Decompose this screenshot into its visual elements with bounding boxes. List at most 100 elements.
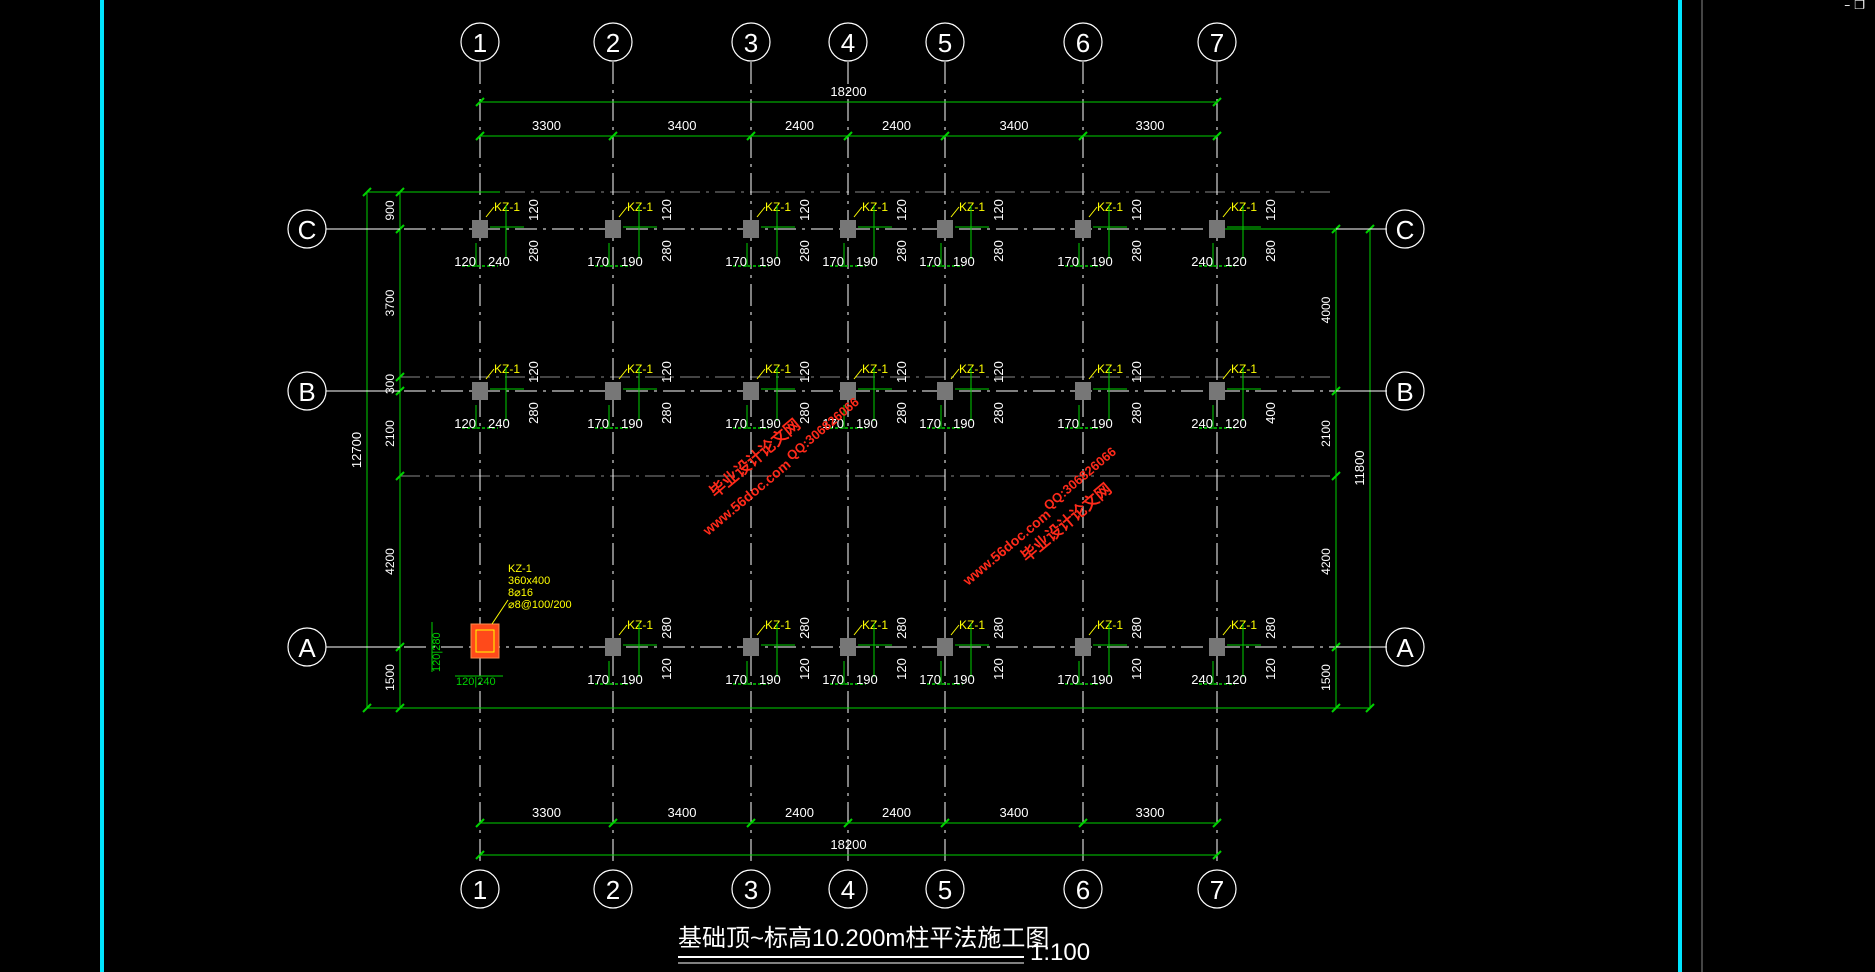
column-tag: KZ-1 xyxy=(959,200,985,214)
dim-right-total-text: 11800 xyxy=(1352,450,1367,485)
column-dim-up: 120 xyxy=(659,199,674,221)
axis-top-1-circle xyxy=(460,22,500,62)
column-block xyxy=(937,382,953,400)
column-dim-left: 170 xyxy=(822,416,844,431)
column-dim-down: 120 xyxy=(1263,658,1278,680)
column-block xyxy=(605,638,621,656)
tag-leader xyxy=(1222,368,1232,380)
column-block xyxy=(605,220,621,238)
spec-bars: 8⌀16 xyxy=(508,587,533,599)
column-tag: KZ-1 xyxy=(627,618,653,632)
column-dim-left: 120 xyxy=(454,416,476,431)
axis-bottom-4-label: 4 xyxy=(841,875,855,905)
axis-bottom-7-circle xyxy=(1197,869,1237,909)
column-dim-right: 190 xyxy=(1091,416,1113,431)
column-dim-up: 120 xyxy=(526,361,541,383)
dim-left-text: 4200 xyxy=(383,548,397,575)
restore-icon[interactable]: ❐ xyxy=(1854,0,1869,12)
column-dim-right: 190 xyxy=(953,254,975,269)
column-tag: KZ-1 xyxy=(862,362,888,376)
column-dim-left: 170 xyxy=(725,254,747,269)
column-dim-left: 240 xyxy=(1191,254,1213,269)
tag-leader xyxy=(618,206,628,218)
column-dim-left: 170 xyxy=(919,672,941,687)
dim-left-text: 3700 xyxy=(383,289,397,316)
dim-total-text: 18200 xyxy=(830,837,866,852)
column-dim-left: 170 xyxy=(725,416,747,431)
column-block xyxy=(840,220,856,238)
tag-leader xyxy=(1088,624,1098,636)
column-block xyxy=(1209,638,1225,656)
column-dim-up: 280 xyxy=(659,617,674,639)
column-block xyxy=(1209,382,1225,400)
column-block xyxy=(937,638,953,656)
axis-top-2-label: 2 xyxy=(606,28,620,58)
tag-leader xyxy=(618,368,628,380)
column-dim-up: 120 xyxy=(659,361,674,383)
spec-offset-y: 120|280 xyxy=(431,632,443,672)
dim-span-text: 2400 xyxy=(785,118,814,133)
column-dim-down: 120 xyxy=(991,658,1006,680)
axis-bottom-1-label: 1 xyxy=(473,875,487,905)
column-dim-left: 170 xyxy=(1057,254,1079,269)
axis-bottom-7-label: 7 xyxy=(1210,875,1224,905)
axis-bottom-1-circle xyxy=(460,869,500,909)
dim-right-text: 4000 xyxy=(1319,296,1333,323)
axis-bottom-6-circle xyxy=(1063,869,1103,909)
dim-span-text: 2400 xyxy=(882,118,911,133)
watermark-2: www.56doc.com 毕业设计论文网 QQ:306826066 xyxy=(959,444,1119,589)
column-dim-left: 170 xyxy=(1057,672,1079,687)
column-dim-left: 170 xyxy=(725,672,747,687)
watermark-1: www.56doc.com 毕业设计论文网 QQ:306826066 xyxy=(699,394,862,539)
column-dim-up: 120 xyxy=(991,199,1006,221)
column-tag: KZ-1 xyxy=(765,618,791,632)
dim-span-text: 3400 xyxy=(668,805,697,820)
dim-right-text: 4200 xyxy=(1319,548,1333,575)
column-dim-up: 280 xyxy=(894,617,909,639)
column-dim-left: 170 xyxy=(822,672,844,687)
axis-right-C-label: C xyxy=(1396,215,1415,245)
column-tag: KZ-1 xyxy=(765,200,791,214)
column-section-icon xyxy=(475,629,495,653)
column-dim-left: 170 xyxy=(822,254,844,269)
column-dim-up: 280 xyxy=(1129,617,1144,639)
dim-tick xyxy=(608,818,618,828)
column-block xyxy=(1075,638,1091,656)
minimize-icon[interactable]: – xyxy=(1844,0,1855,12)
tag-leader xyxy=(756,624,766,636)
column-tag: KZ-1 xyxy=(1231,362,1257,376)
column-dim-left: 170 xyxy=(587,416,609,431)
spec-offset-x: 120|240 xyxy=(456,676,496,688)
column-dim-left: 240 xyxy=(1191,672,1213,687)
dim-tick xyxy=(843,131,853,141)
column-detail-a1[interactable]: KZ-1 360x400 8⌀16 ⌀8@100/200 120|280 120… xyxy=(431,563,572,688)
column-dim-right: 120 xyxy=(1225,672,1247,687)
axis-bottom-2-label: 2 xyxy=(606,875,620,905)
axis-top-7-label: 7 xyxy=(1210,28,1224,58)
column-dim-up: 280 xyxy=(797,617,812,639)
dim-left-text: 300 xyxy=(383,374,397,394)
dim-right-text: 2100 xyxy=(1319,420,1333,447)
column-highlight-box xyxy=(470,623,500,659)
axis-right-A-label: A xyxy=(1396,633,1414,663)
axis-bottom-3-circle xyxy=(731,869,771,909)
column-dim-down: 280 xyxy=(526,402,541,424)
dim-tick xyxy=(608,131,618,141)
column-tag: KZ-1 xyxy=(1097,362,1123,376)
column-tag: KZ-1 xyxy=(627,362,653,376)
column-dim-right: 190 xyxy=(759,254,781,269)
column-dim-right: 120 xyxy=(1225,254,1247,269)
window-controls[interactable]: –❐ xyxy=(1844,0,1869,12)
column-tag: KZ-1 xyxy=(959,362,985,376)
axis-left-C-label: C xyxy=(298,215,317,245)
column-dim-left: 240 xyxy=(1191,416,1213,431)
dim-tick xyxy=(1212,818,1222,828)
column-tag: KZ-1 xyxy=(862,618,888,632)
